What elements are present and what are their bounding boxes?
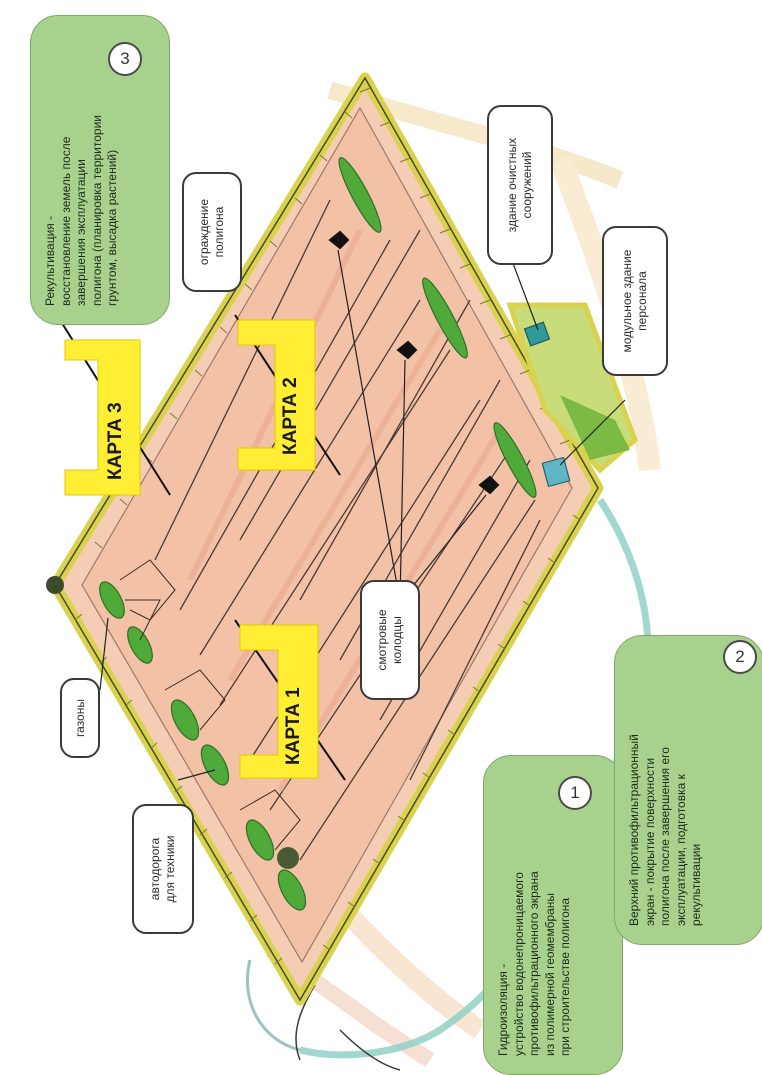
label-treatment-building: здание очистных сооружений	[487, 105, 553, 265]
lawns	[99, 157, 537, 911]
note-3-text: Рекультивация - восстановление земель по…	[43, 115, 120, 306]
map-flag-2: КАРТА 2	[234, 314, 341, 476]
note-1-number: 1	[558, 776, 592, 810]
label-staff-building: модульное здание персонала	[602, 226, 668, 376]
label-fence: ограждение полигона	[182, 172, 242, 292]
treatment-facility	[506, 302, 638, 488]
label-lawns: газоны	[60, 678, 100, 758]
label-lawns-text: газоны	[72, 699, 87, 737]
corner-post	[46, 576, 64, 594]
note-2-number: 2	[723, 640, 757, 674]
label-road: автодорога для техники	[132, 804, 194, 934]
map-label-3: КАРТА 3	[105, 402, 126, 480]
note-3: Рекультивация - восстановление земель по…	[30, 15, 170, 325]
note-2-text: Верхний противофильтрационный экран - по…	[627, 734, 704, 926]
label-wells-text: смотровые колодцы	[375, 609, 404, 671]
fence-hatching	[74, 87, 581, 965]
note-1: Гидроизоляция - устройство водонепроница…	[483, 755, 623, 1075]
label-treatment-building-text: здание очистных сооружений	[505, 137, 534, 233]
label-staff-building-text: модульное здание персонала	[620, 249, 649, 353]
map-flag-3: КАРТА 3	[59, 319, 171, 496]
label-fence-text: ограждение полигона	[197, 198, 226, 266]
map-label-2: КАРТА 2	[280, 377, 301, 455]
map-flag-1: КАРТА 1	[234, 619, 346, 781]
observation-wells	[328, 230, 500, 495]
label-wells: смотровые колодцы	[360, 580, 420, 700]
note-3-number: 3	[108, 42, 142, 76]
corner-tree	[277, 847, 299, 869]
map-label-1: КАРТА 1	[283, 687, 304, 765]
note-1-text: Гидроизоляция - устройство водонепроница…	[496, 871, 573, 1056]
label-road-text: автодорога для техники	[148, 835, 177, 903]
note-2: Верхний противофильтрационный экран - по…	[614, 635, 762, 945]
